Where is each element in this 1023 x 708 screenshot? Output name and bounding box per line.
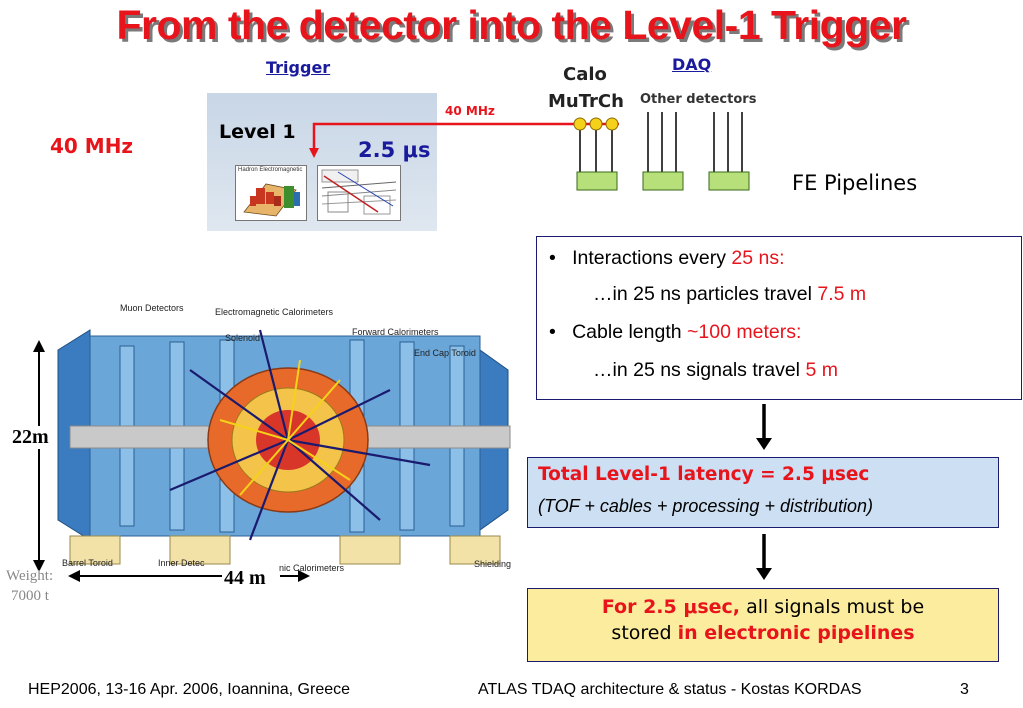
latency-label: 2.5 μs (358, 138, 431, 162)
pipeline-line-1: For 2.5 μsec, all signals must be (601, 596, 925, 618)
trigger-label: Trigger (266, 58, 331, 77)
daq-label: DAQ (672, 55, 712, 74)
atlas-detector-image (57, 329, 511, 565)
signal-arrow-head (309, 148, 319, 158)
fe-pipeline-block (642, 171, 684, 191)
muon-trigger-graphic (321, 169, 397, 215)
bunch-rate-label: 40 MHz (50, 134, 134, 158)
label-shielding: Shielding (474, 559, 512, 569)
mutrch-label: MuTrCh (548, 91, 624, 112)
length-dimension-arrow (68, 570, 222, 582)
flow-arrows (756, 404, 772, 580)
junction-node (573, 117, 587, 131)
trigger-signal-line (312, 122, 580, 152)
footer-conference: HEP2006, 13-16 Apr. 2006, Ioannina, Gree… (28, 681, 351, 698)
junction-node (605, 117, 619, 131)
length-dimension-arrow-right (280, 570, 310, 582)
label-barrel-toroid: Barrel Toroid (62, 558, 113, 568)
label-solenoid: Solenoid (225, 333, 261, 343)
weight-value: 7000 t (11, 588, 49, 604)
level1-label: Level 1 (219, 121, 296, 143)
label-hadronic-calorimeters: nic Calorimeters (279, 563, 345, 573)
fe-pipeline-block (708, 171, 750, 191)
label-forward-calorimeters: Forward Calorimeters (352, 327, 439, 337)
latency-breakdown-text: (TOF + cables + processing + distributio… (538, 496, 873, 516)
info-bullet-2: • Cable length ~100 meters: (549, 321, 802, 343)
info-bullet-1: • Interactions every 25 ns: (549, 247, 785, 269)
length-label: 44 m (224, 567, 266, 589)
junction-node (589, 117, 603, 131)
footer-page-number: 3 (960, 681, 969, 698)
height-dimension-arrow (33, 340, 45, 572)
weight-label: Weight: (6, 568, 54, 584)
total-latency-box: Total Level-1 latency = 2.5 μsec (TOF + … (527, 457, 999, 528)
muon-trigger-image (317, 165, 401, 221)
label-inner-detector: Inner Detec (158, 558, 205, 568)
pipeline-storage-box: For 2.5 μsec, all signals must be stored… (527, 588, 999, 662)
info-subline-1: …in 25 ns particles travel 7.5 m (593, 283, 867, 305)
trigger-signal-diagram (309, 112, 750, 191)
line-rate-label: 40 MHz (445, 104, 495, 118)
timing-info-box: • Interactions every 25 ns: …in 25 ns pa… (536, 236, 1022, 400)
fe-pipelines-label: FE Pipelines (792, 171, 918, 195)
calorimeter-trigger-image: Hadron Electromagnetic (235, 165, 307, 221)
other-detectors-label: Other detectors (640, 92, 757, 107)
fe-pipeline-block (576, 171, 618, 191)
footer-talk-title: ATLAS TDAQ architecture & status - Kosta… (478, 681, 862, 698)
pipeline-line-2: stored in electronic pipelines (611, 622, 915, 644)
total-latency-text: Total Level-1 latency = 2.5 μsec (538, 464, 870, 485)
label-muon-detectors: Muon Detectors (120, 303, 184, 313)
height-label: 22m (12, 426, 49, 449)
slide-title: From the detector into the Level-1 Trigg… (116, 2, 907, 48)
calorimeter-tower-graphic (243, 183, 300, 217)
label-em-calorimeters: Electromagnetic Calorimeters (215, 307, 334, 317)
label-end-cap-toroid: End Cap Toroid (414, 348, 476, 358)
trigger-panel: Level 1 Hadron Electromagnetic (207, 93, 437, 231)
info-subline-2: …in 25 ns signals travel 5 m (593, 359, 838, 381)
calo-label: Calo (563, 64, 607, 85)
